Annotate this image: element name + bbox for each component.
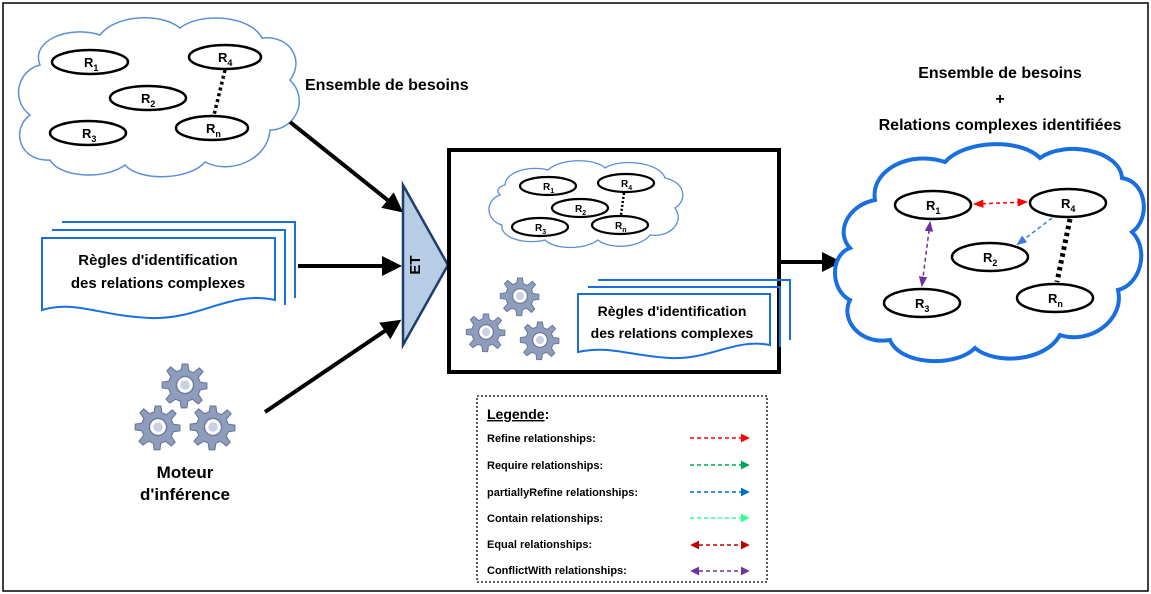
rules-document-left: Règles d'identification des relations co…	[41, 221, 296, 320]
input-rn-label: Rn	[206, 121, 221, 139]
relation-refine-r1-r4	[972, 198, 1029, 208]
proc-r4-label: R4	[621, 179, 632, 192]
output-r3-label: R3	[915, 296, 929, 314]
input-rn-node: Rn	[174, 114, 250, 142]
rules-left-line2: des relations complexes	[71, 275, 245, 292]
legend-item-partially-refine-label: partiallyRefine relationships:	[487, 487, 638, 499]
engine-line1: Moteur	[157, 463, 214, 482]
input-requirements-cloud: R1 R2 R3 R4 Rn	[17, 17, 300, 178]
output-title-line1: Ensemble de besoins	[918, 65, 1082, 82]
proc-r3-node: R3	[510, 216, 570, 238]
input-r3-label: R3	[82, 126, 96, 144]
proc-r1-node: R1	[518, 175, 578, 197]
engine-line2: d'inférence	[140, 485, 230, 504]
et-operator: ET	[401, 180, 450, 350]
input-r2-label: R2	[141, 91, 155, 109]
legend-item-equal-label: Equal relationships:	[487, 539, 592, 551]
output-rn-label: Rn	[1048, 291, 1063, 309]
output-r1-label: R1	[926, 198, 940, 216]
proc-rn-node: Rn	[590, 214, 650, 236]
input-r2-node: R2	[108, 84, 188, 112]
proc-r2-label: R2	[575, 204, 586, 217]
gear-icon-top	[161, 363, 208, 409]
proc-rn-label: Rn	[615, 221, 627, 234]
output-r2-node: R2	[950, 241, 1030, 273]
proc-gear-icon-left	[465, 313, 506, 353]
output-r4-label: R4	[1061, 196, 1075, 214]
relation-partially-refine-r4-r2	[1016, 217, 1053, 246]
legend-item-require-label: Require relationships:	[487, 460, 603, 472]
proc-r2-node: R2	[550, 197, 610, 219]
et-label: ET	[407, 255, 424, 274]
gear-icon-right	[189, 405, 236, 451]
legend-box	[476, 395, 768, 583]
relation-conflict-r1-r3	[918, 220, 934, 288]
proc-gear-icon-top	[499, 277, 540, 317]
rules-proc-line2: des relations complexes	[591, 325, 754, 341]
output-rn-node: Rn	[1015, 282, 1095, 314]
input-r1-label: R1	[84, 55, 98, 73]
legend-item-conflict-label: ConflictWith relationships:	[487, 565, 627, 577]
legend-title: Legende:	[487, 406, 549, 422]
arrow-engine-to-et	[263, 319, 402, 414]
output-title-line3: Relations complexes identifiées	[879, 117, 1122, 134]
legend-item-refine-label: Refine relationships:	[487, 433, 596, 445]
proc-r1-label: R1	[543, 182, 554, 195]
input-r1-node: R1	[50, 48, 130, 76]
input-r4-node: R4	[187, 43, 263, 71]
output-r1-node: R1	[893, 189, 973, 221]
proc-r3-label: R3	[535, 223, 546, 236]
output-r3-node: R3	[882, 287, 962, 319]
input-r3-node: R3	[48, 119, 128, 147]
rules-proc-line1: Règles d'identification	[598, 303, 747, 319]
proc-r4-node: R4	[596, 172, 656, 194]
rules-left-line1: Règles d'identification	[78, 252, 237, 269]
gear-icon-left	[134, 405, 181, 451]
inference-engine-gears	[134, 363, 236, 451]
rules-document-processing: Règles d'identification des relations co…	[577, 279, 791, 360]
processing-cloud: R1 R2 R3 R4 Rn	[488, 160, 684, 249]
output-r2-label: R2	[983, 250, 997, 268]
legend-item-contain-label: Contain relationships:	[487, 513, 603, 525]
input-r4-label: R4	[218, 50, 232, 68]
proc-gear-icon-right	[519, 321, 560, 361]
legend: Legende: Refine relationships: Require r…	[476, 395, 768, 583]
output-requirements-cloud: R1 R4 R2 R3 Rn	[833, 142, 1146, 364]
input-set-label: Ensemble de besoins	[305, 77, 469, 94]
arrow-requirements-to-et	[288, 120, 404, 213]
output-r4-node: R4	[1028, 187, 1108, 219]
output-title-line2: +	[995, 91, 1004, 108]
input-dots-connector	[212, 69, 227, 116]
